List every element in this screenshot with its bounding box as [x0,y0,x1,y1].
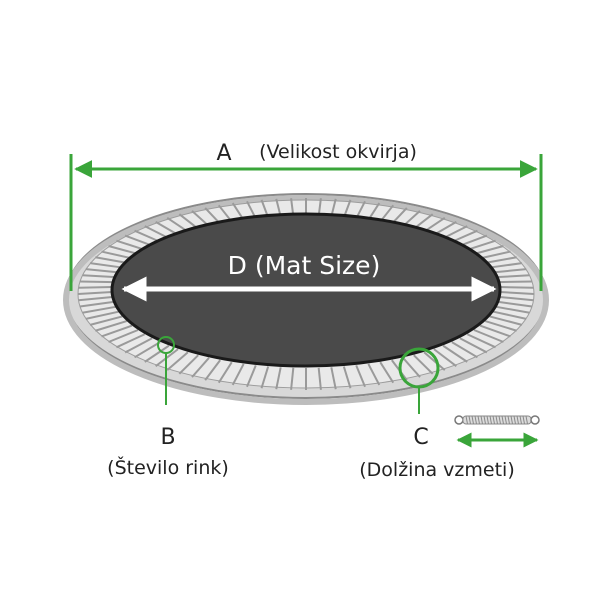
spring [473,329,504,343]
spring [191,357,210,378]
spring [466,239,496,251]
spring [489,262,523,269]
spring [124,234,153,247]
spring [95,256,127,264]
spring [489,315,523,326]
ring-count-letter: B [160,425,175,450]
spring [496,274,530,279]
spring [493,268,527,274]
spring [499,295,534,302]
spring [479,250,511,260]
ring-count-label: (Število rink) [107,455,229,479]
spring [116,333,146,349]
spring [101,250,133,260]
spring [77,291,113,295]
spring [485,256,517,264]
spring [496,305,530,314]
spring [442,225,468,240]
spring [78,286,113,289]
spring [108,245,139,255]
spring [79,280,114,284]
frame-size-measure: A (Velikost okvirja) [69,141,543,291]
spring [379,361,395,384]
frame-size-letter: A [216,141,231,166]
spring [144,225,170,240]
spring [82,305,116,314]
spring [231,363,245,386]
spring [89,315,123,326]
spring [178,354,199,375]
spring-length-label: (Dolžina vzmeti) [359,459,514,481]
spring [367,363,381,386]
spring-icon [454,415,540,425]
spring [144,344,170,363]
spring [275,367,282,390]
trampoline [63,193,549,405]
spring [85,310,119,320]
spring [493,310,527,320]
spring [499,286,534,289]
spring [290,367,295,390]
spring [402,357,421,378]
mat-size-measure: D (Mat Size) [121,251,497,302]
spring-length-callout: C (Dolžina vzmeti) [359,347,540,481]
spring [484,320,517,332]
spring [246,365,257,388]
spring [134,229,161,243]
spring [413,354,434,375]
spring [498,280,533,284]
spring [479,324,511,338]
frame-size-label: (Velikost okvirja) [259,141,417,163]
spring [498,300,533,308]
spring [108,329,139,343]
spring [79,300,114,308]
mat-size-label: D (Mat Size) [228,251,381,280]
spring [473,245,504,255]
spring [134,341,161,359]
spring [116,239,146,251]
spring [342,366,352,389]
spring [85,268,119,274]
spring [89,262,123,269]
spring-length-letter: C [413,425,428,450]
spring [423,351,446,371]
spring [217,361,233,384]
spring [459,337,488,354]
spring [204,359,221,381]
spring [433,348,457,367]
spring [451,341,478,359]
spring [101,324,133,338]
spring [260,366,270,389]
spring [95,320,128,332]
spring [459,234,488,247]
spring [355,365,366,388]
spring [78,295,113,302]
spring [499,291,535,295]
spring [166,351,189,371]
spring [442,344,468,363]
spring [330,367,337,390]
spring [466,333,496,349]
ring-count-callout: B (Število rink) [107,336,229,479]
spring [82,274,116,279]
spring [451,229,478,243]
spring [317,367,322,390]
spring [124,337,153,354]
